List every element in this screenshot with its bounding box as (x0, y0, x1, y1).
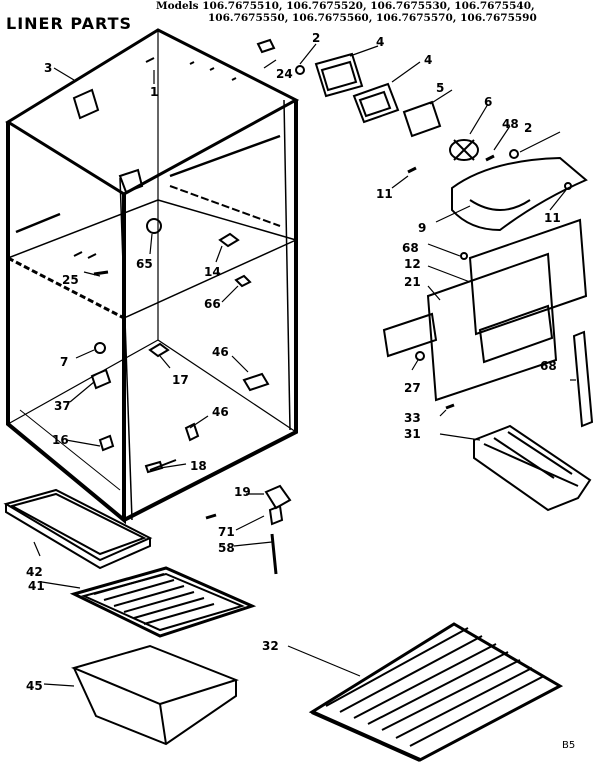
callout-7: 6 (484, 95, 492, 109)
callout-4: 4 (376, 35, 384, 49)
callout-3: 3 (44, 61, 52, 75)
fan-assembly-parts (256, 38, 594, 512)
page-reference: B5 (562, 740, 576, 751)
callout-6: 5 (436, 81, 444, 95)
callout-labels: 3 1 2 4 24 4 5 6 48 2 11 11 9 68 12 21 6… (26, 31, 561, 693)
callout-46: 46 (212, 405, 229, 419)
pans-and-shelves (3, 484, 564, 762)
page-title: LINER PARTS (6, 14, 133, 33)
callout-18: 18 (190, 459, 207, 473)
models-line-2: 106.7675550, 106.7675560, 106.7675570, 1… (208, 12, 537, 24)
leader-lines (33, 43, 576, 687)
callout-19: 19 (234, 485, 251, 499)
callout-2b: 2 (524, 121, 532, 135)
callout-65: 66 (204, 297, 221, 311)
callout-16: 16 (52, 433, 69, 447)
callout-1: 1 (150, 85, 158, 99)
callout-32: 32 (262, 639, 279, 653)
callout-24: 24 (276, 67, 293, 81)
callout-71: 71 (218, 525, 235, 539)
callout-33: 33 (404, 411, 421, 425)
callout-12: 12 (404, 257, 421, 271)
callout-11-right: 11 (544, 211, 561, 225)
liner-hardware (73, 218, 270, 474)
callout-68: 68 (540, 359, 557, 373)
callout-66: 68 (402, 241, 419, 255)
liner-cabinet (5, 28, 300, 525)
callout-43: 46 (212, 345, 229, 359)
callout-21: 21 (404, 275, 421, 289)
callout-9: 9 (418, 221, 426, 235)
callout-27: 27 (404, 381, 421, 395)
callout-51: 58 (218, 541, 235, 555)
callout-17: 17 (172, 373, 189, 387)
callout-58: 65 (136, 257, 153, 271)
models-line-1: Models 106.7675510, 106.7675520, 106.767… (156, 0, 535, 12)
callout-5: 4 (424, 53, 432, 67)
callout-11-left: 11 (376, 187, 393, 201)
callout-25: 25 (62, 273, 79, 287)
callout-42: 42 (26, 565, 43, 579)
callout-48: 48 (502, 117, 519, 131)
callout-2: 2 (312, 31, 320, 45)
callout-45: 45 (26, 679, 43, 693)
callout-14: 14 (204, 265, 221, 279)
callout-8: 7 (60, 355, 68, 369)
callout-31: 31 (404, 427, 421, 441)
callout-37: 37 (54, 399, 71, 413)
callout-41: 41 (28, 579, 45, 593)
